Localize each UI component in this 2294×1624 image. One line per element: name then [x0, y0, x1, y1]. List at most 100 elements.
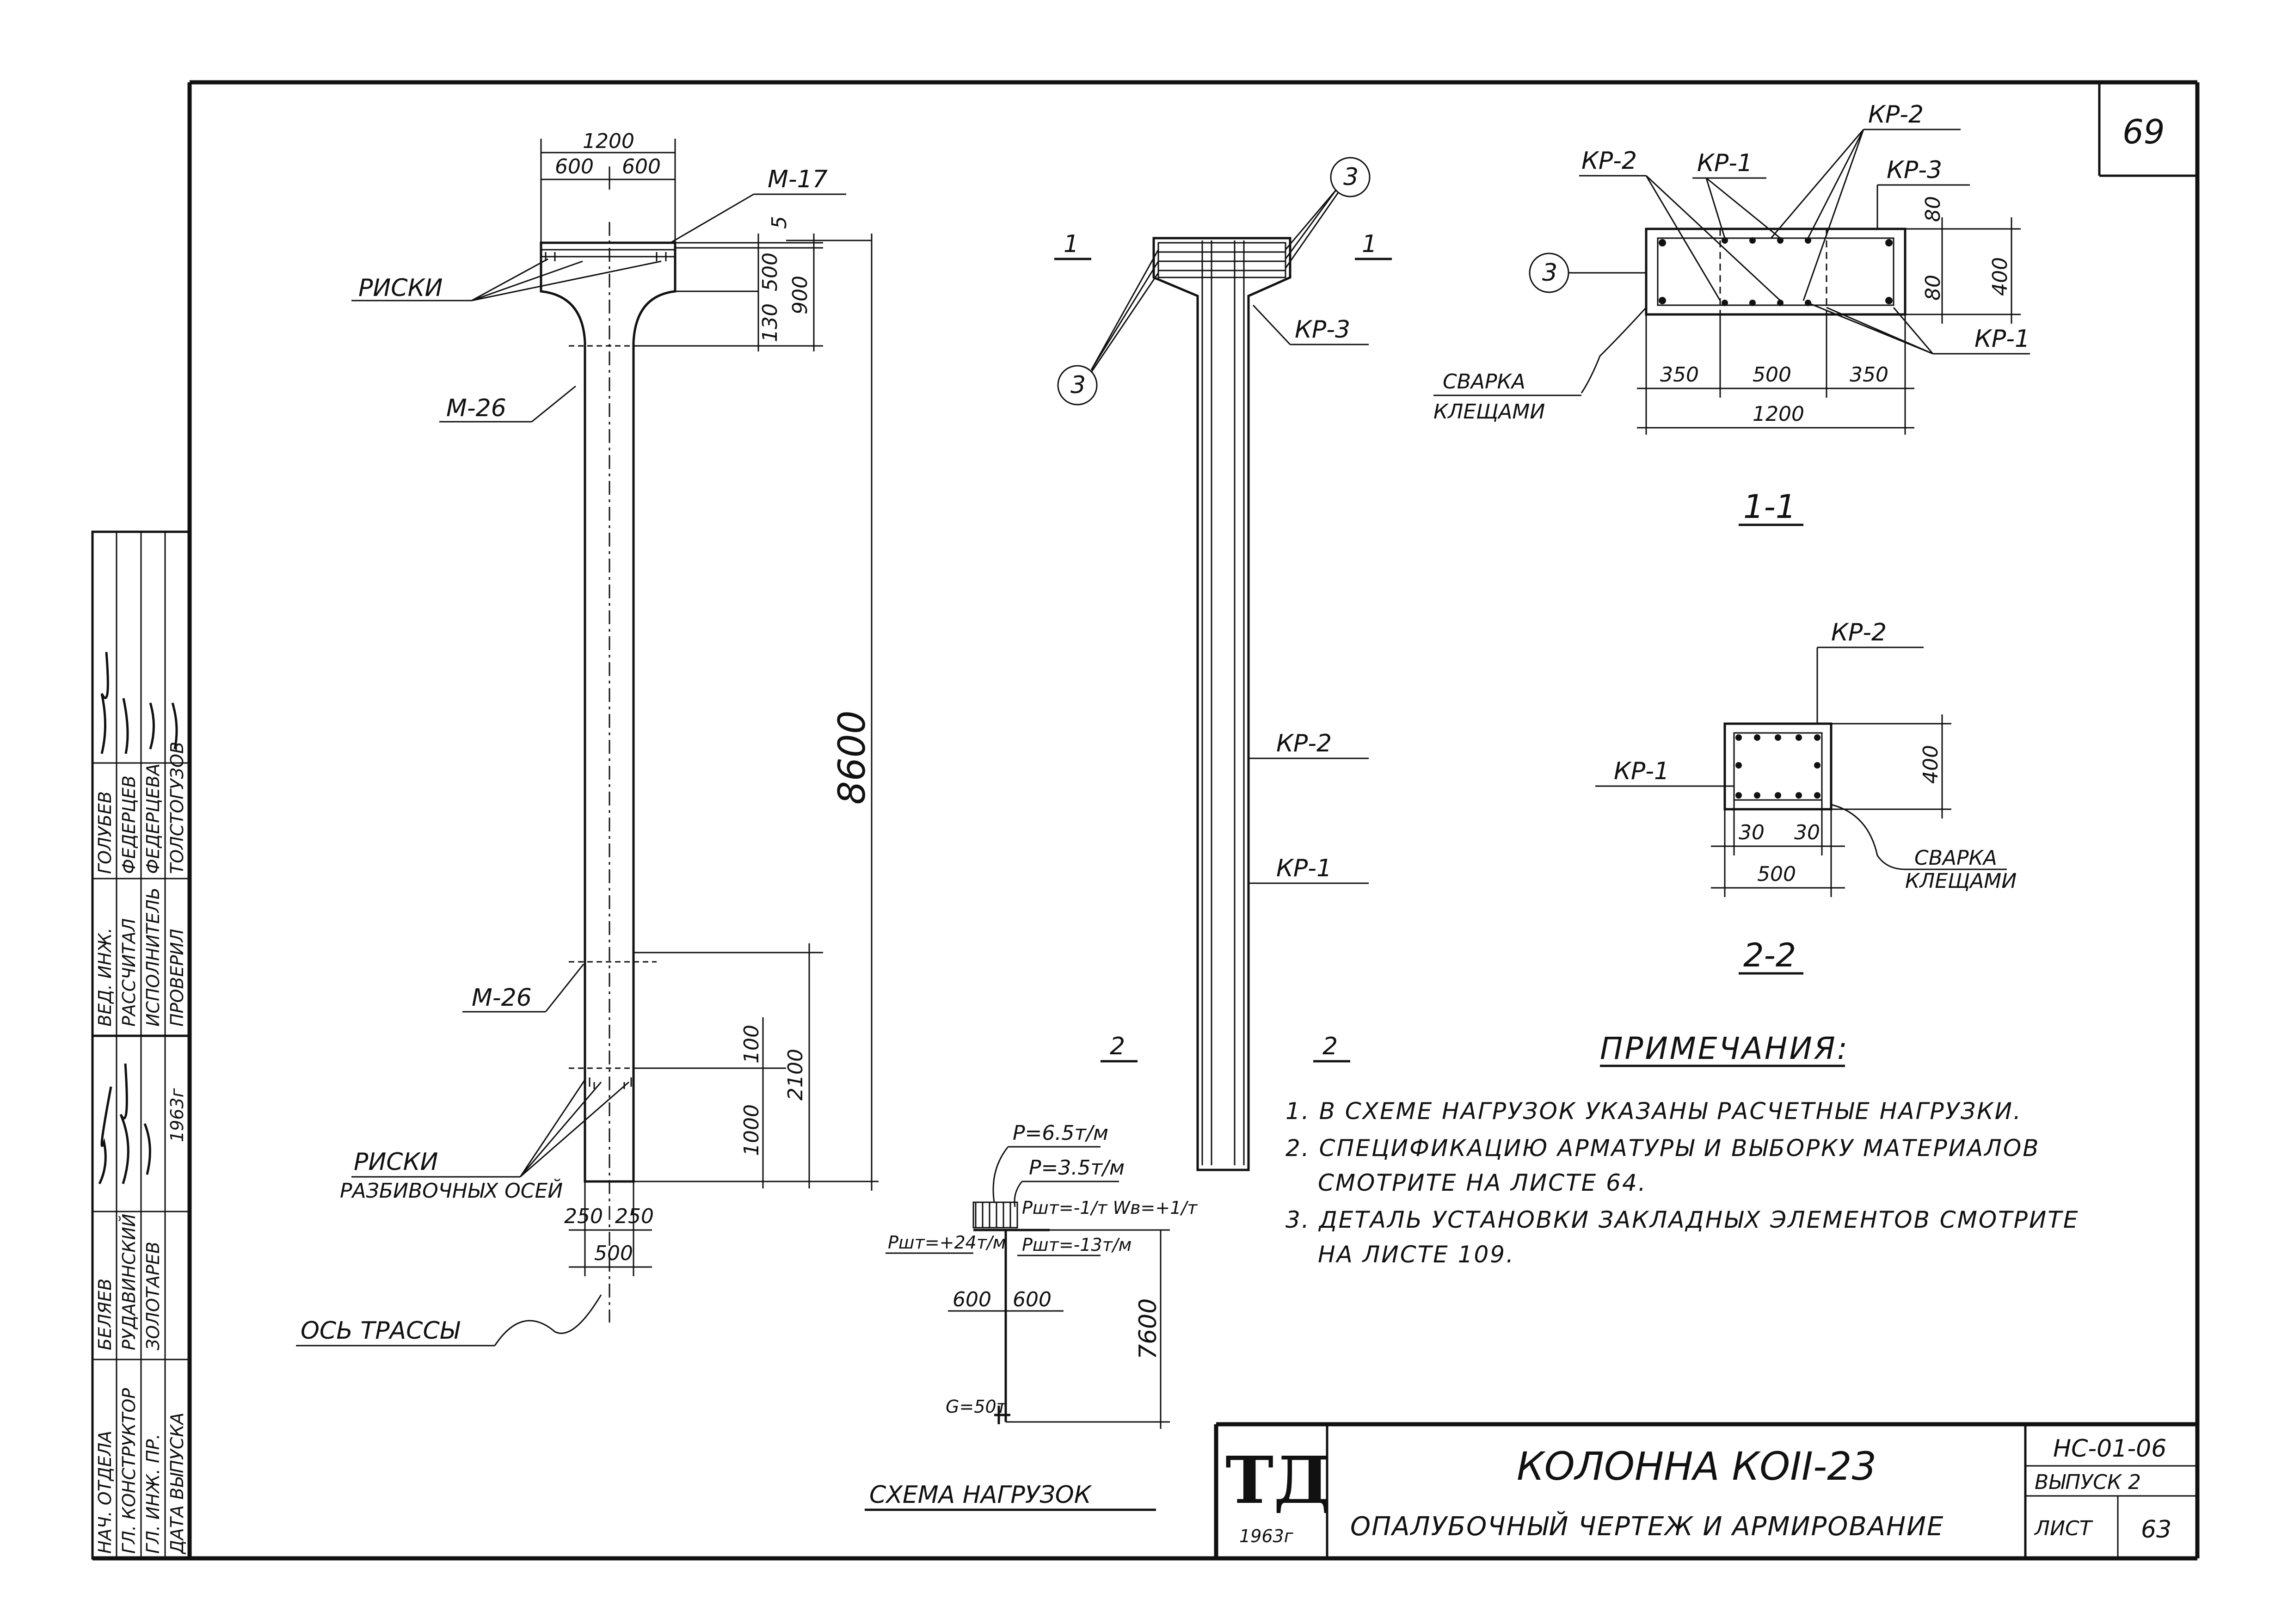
load-weight: G=50т	[946, 1396, 1008, 1417]
label-weld22-2: КЛЕЩАМИ	[1905, 869, 2017, 893]
dim-500-bottom: 500	[594, 1242, 633, 1265]
stamp-name-lead-engineer: ГОЛУБЕВ	[95, 791, 115, 874]
load-p1: P=6.5т/м	[1013, 1121, 1108, 1145]
label-kr1-section22: КР-1	[1614, 757, 1669, 785]
load-p-left: Ршт=+24т/м	[888, 1232, 1006, 1253]
note-1: 1. В СХЕМЕ НАГРУЗОК УКАЗАНЫ РАСЧЕТНЫЕ НА…	[1285, 1098, 2022, 1125]
dim-600-left: 600	[555, 155, 594, 178]
dim-500: 500	[758, 252, 782, 291]
doc-code: НС-01-06	[2053, 1435, 2166, 1463]
label-riski-top: РИСКИ	[358, 274, 443, 302]
dim-500-section22: 500	[1757, 862, 1796, 886]
label-kr3: КР-3	[1295, 316, 1350, 344]
stamp-role-chief-designer: ГЛ. КОНСТРУКТОР	[119, 1388, 139, 1554]
title-block: ТД 1963г КОЛОННА КОII-23 ОПАЛУБОЧНЫЙ ЧЕР…	[1214, 1422, 2197, 1558]
dim-30-left: 30	[1739, 821, 1765, 844]
stamp-name-chief-engineer: ЗОЛОТАРЕВ	[143, 1242, 163, 1350]
dim-130: 130	[758, 303, 782, 342]
dim-600-right: 600	[622, 155, 661, 178]
load-height-7600: 7600	[1134, 1298, 1162, 1359]
note-2: 2. СПЕЦИФИКАЦИЮ АРМАТУРЫ И ВЫБОРКУ МАТЕР…	[1285, 1135, 2040, 1162]
label-kr1-right: КР-1	[1974, 325, 2030, 353]
stamp-role-executor: ИСПОЛНИТЕЛЬ	[143, 887, 163, 1027]
dim-1200: 1200	[583, 129, 634, 153]
dim-400-section22: 400	[1919, 745, 1943, 784]
stamp-role-checked: ПРОВЕРИЛ	[167, 929, 187, 1027]
label-weld-2: КЛЕЩАМИ	[1433, 400, 1545, 424]
sheet-frame	[92, 80, 2200, 1561]
dim-1200-section: 1200	[1753, 402, 1804, 426]
label-riski-bottom: РИСКИ	[354, 1148, 438, 1176]
note-2-cont: СМОТРИТЕ НА ЛИСТЕ 64.	[1318, 1169, 1647, 1196]
cut-2-left: 2	[1110, 1033, 1125, 1060]
label-kr2: КР-2	[1276, 730, 1332, 757]
load-p-right: Ршт=-13т/м	[1022, 1235, 1132, 1255]
stamp-name-head: БЕЛЯЕВ	[95, 1279, 115, 1350]
label-kr1: КР-1	[1276, 855, 1332, 882]
dim-8600: 8600	[830, 710, 873, 805]
logo-year: 1963г	[1239, 1526, 1294, 1546]
dim-30-right: 30	[1794, 821, 1820, 844]
section-1-1: КР-2 КР-1 КР-2 КР-3 КР-1 3 СВАРКА КЛЕЩАМ…	[1433, 101, 2030, 526]
cut-1-left: 1	[1064, 230, 1079, 258]
dim-100: 100	[740, 1025, 763, 1064]
label-kr3-section: КР-3	[1887, 156, 1942, 184]
doc-issue: ВЫПУСК 2	[2035, 1470, 2141, 1494]
section-1-1-title: 1-1	[1743, 488, 1796, 526]
load-side: Ршт=-1/т Wв=+1/т	[1022, 1198, 1198, 1218]
sheet-number: 69	[2122, 112, 2165, 151]
reinforcement-view: 1 1 2 2 3 3 КР-3 КР-2 КР-1	[1054, 157, 1392, 1171]
stamp-role-lead-engineer: ВЕД. ИНЖ.	[95, 928, 115, 1027]
stamp-role-chief-engineer: ГЛ. ИНЖ. ПР.	[143, 1433, 163, 1554]
sheet-label: ЛИСТ	[2034, 1517, 2093, 1540]
callout-3-section-text: 3	[1542, 259, 1557, 287]
stamp-date: 1963г	[167, 1088, 187, 1142]
section-2-2: КР-2 КР-1 400 30 30 500 СВАРКА КЛЕЩАМИ 2…	[1595, 619, 2017, 975]
dim-80-top: 80	[1921, 196, 1945, 222]
dim-350-left: 350	[1660, 363, 1699, 387]
signatures	[98, 652, 178, 1185]
label-weld-1: СВАРКА	[1443, 370, 1525, 394]
approval-stamp: НАЧ. ОТДЕЛА ГЛ. КОНСТРУКТОР ГЛ. ИНЖ. ПР.…	[91, 530, 191, 1560]
label-riski-sub: РАЗБИВОЧНЫХ ОСЕЙ	[340, 1178, 563, 1203]
dim-80-bottom: 80	[1921, 275, 1945, 301]
dim-1000: 1000	[740, 1104, 763, 1156]
callout-3-top	[1330, 157, 1371, 197]
logo-td: ТД	[1225, 1443, 1331, 1519]
cut-1-right: 1	[1362, 230, 1377, 258]
label-kr2-section22: КР-2	[1831, 619, 1887, 646]
callout-3-left-text: 3	[1070, 371, 1086, 399]
label-axis-route: ОСЬ ТРАССЫ	[301, 1317, 461, 1345]
label-m26-bottom: М-26	[472, 984, 532, 1012]
label-kr1-top: КР-1	[1697, 149, 1753, 177]
notes: ПРИМЕЧАНИЯ: 1. В СХЕМЕ НАГРУЗОК УКАЗАНЫ …	[1285, 1031, 2079, 1268]
note-3: 3. ДЕТАЛЬ УСТАНОВКИ ЗАКЛАДНЫХ ЭЛЕМЕНТОВ …	[1285, 1206, 2079, 1233]
notes-heading: ПРИМЕЧАНИЯ:	[1600, 1031, 1849, 1066]
stamp-name-executor: ФЕДЕРЦЕВА	[143, 763, 163, 874]
load-dim-600-right: 600	[1013, 1288, 1052, 1311]
dim-250-left: 250	[564, 1205, 603, 1228]
sheet-no: 63	[2141, 1516, 2171, 1544]
stamp-role-calculated: РАССЧИТАЛ	[119, 918, 139, 1027]
label-m26-top: М-26	[446, 394, 506, 422]
label-m17: М-17	[768, 166, 828, 193]
load-scheme: P=6.5т/м P=3.5т/м Ршт=-1/т Wв=+1/т Ршт=+…	[865, 1121, 1198, 1511]
callout-3-left	[1057, 365, 1098, 406]
dim-500-middle: 500	[1753, 363, 1791, 387]
drawing-subtitle: ОПАЛУБОЧНЫЙ ЧЕРТЕЖ И АРМИРОВАНИЕ	[1350, 1512, 1944, 1542]
stamp-name-chief-designer: РУДАВИНСКИЙ	[119, 1214, 139, 1350]
stamp-role-date: ДАТА ВЫПУСКА	[167, 1413, 187, 1555]
label-weld22-1: СВАРКА	[1914, 846, 1997, 870]
callout-3-top-text: 3	[1343, 163, 1359, 191]
load-scheme-title: СХЕМА НАГРУЗОК	[869, 1481, 1092, 1509]
dim-400-section: 400	[1988, 257, 2012, 296]
label-kr2-left: КР-2	[1581, 147, 1637, 175]
dim-2100: 2100	[784, 1049, 807, 1101]
stamp-name-calculated: ФЕДЕРЦЕВ	[119, 775, 139, 874]
dim-350-right: 350	[1850, 363, 1888, 387]
stamp-name-checked: ТОЛСТОГУЗОВ	[167, 742, 187, 874]
label-kr2-right: КР-2	[1868, 101, 1924, 129]
dim-900: 900	[788, 276, 812, 314]
